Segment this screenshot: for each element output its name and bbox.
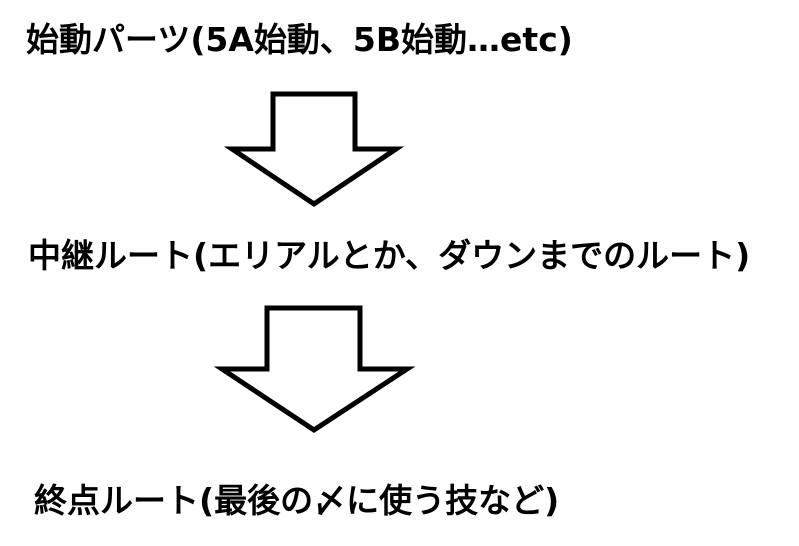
step-start-label: 始動パーツ(5A始動、5B始動…etc) <box>26 20 573 59</box>
down-arrow-2 <box>213 305 416 433</box>
down-arrow-1 <box>223 91 405 208</box>
step-end-label: 終点ルート(最後の〆に使う技など) <box>34 481 560 520</box>
step-relay-label: 中継ルート(エリアルとか、ダウンまでのルート) <box>28 236 751 275</box>
